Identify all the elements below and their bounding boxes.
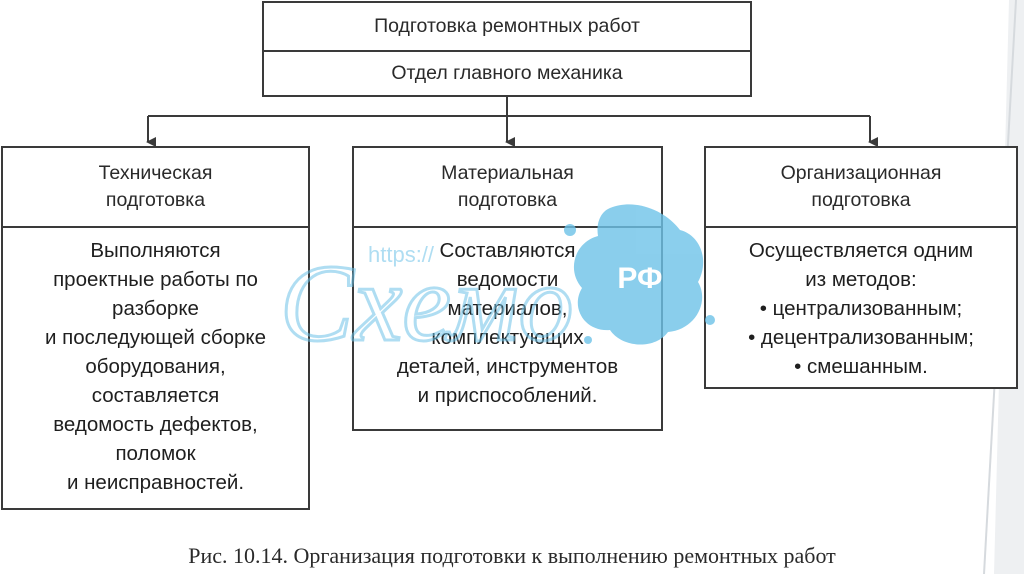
figure-caption: Рис. 10.14. Организация подготовки к вып… bbox=[188, 543, 836, 568]
branch-material-heading: Материальная подготовка bbox=[354, 148, 661, 228]
branch-organizational: Организационная подготовка Осуществляетс… bbox=[704, 146, 1018, 389]
branch-technical: Техническая подготовка Выполняются проек… bbox=[1, 146, 310, 510]
branch-organizational-heading: Организационная подготовка bbox=[706, 148, 1016, 228]
top-title: Подготовка ремонтных работ bbox=[264, 3, 750, 52]
branch-material-body: Составляются ведомости материалов, компл… bbox=[396, 239, 619, 407]
branch-technical-heading: Техническая подготовка bbox=[3, 148, 308, 228]
top-box: Подготовка ремонтных работ Отдел главног… bbox=[262, 1, 752, 97]
branch-technical-body: Выполняются проектные работы по разборке… bbox=[45, 239, 266, 494]
top-subtitle: Отдел главного механика bbox=[391, 62, 623, 84]
branch-material: Материальная подготовка Составляются вед… bbox=[352, 146, 663, 431]
branch-organizational-body: Осуществляется одним из методов: • центр… bbox=[748, 239, 974, 378]
